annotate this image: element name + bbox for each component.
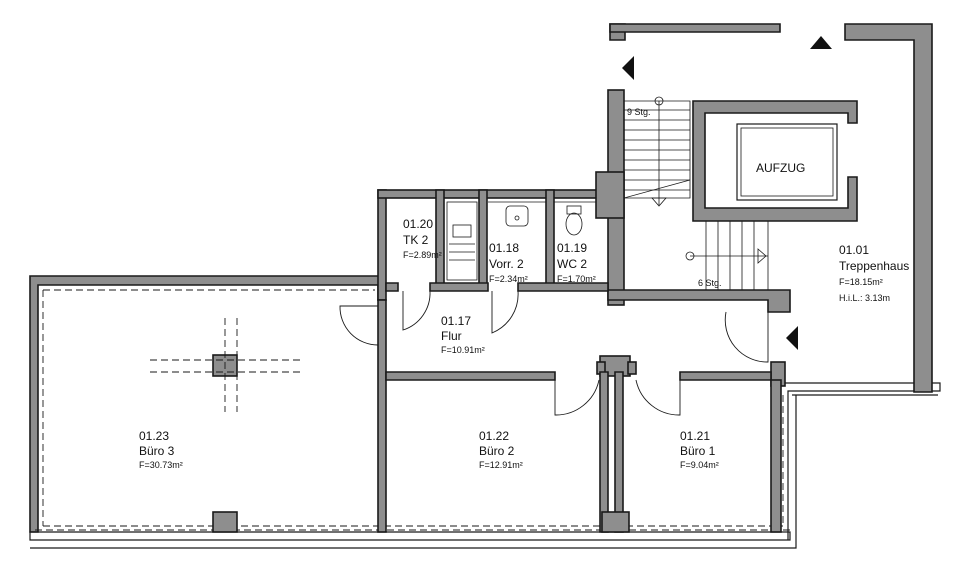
room-area: F=9.04m² bbox=[680, 460, 719, 470]
room-area: F=12.91m² bbox=[479, 460, 523, 470]
room-buero1: 01.21 Büro 1 F=9.04m² bbox=[680, 429, 719, 470]
room-vorr2: 01.18 Vorr. 2 F=2.34m² bbox=[489, 241, 528, 284]
room-area: F=30.73m² bbox=[139, 460, 183, 470]
room-area: F=1.70m² bbox=[557, 274, 596, 284]
room-area: F=2.34m² bbox=[489, 274, 528, 284]
stairs-lower bbox=[685, 220, 769, 290]
insulation-lines bbox=[35, 289, 790, 531]
room-number: 01.23 bbox=[139, 429, 169, 443]
arrow-icons bbox=[622, 36, 832, 350]
room-number: 01.18 bbox=[489, 241, 519, 255]
arrow-left-icon bbox=[622, 56, 634, 80]
upper-stair-label: 9 Stg. bbox=[627, 107, 651, 117]
column-axis bbox=[150, 318, 300, 412]
room-number: 01.21 bbox=[680, 429, 710, 443]
core-walls bbox=[595, 23, 933, 393]
room-area: F=2.89m² bbox=[403, 250, 442, 260]
room-name: Büro 3 bbox=[139, 444, 175, 458]
room-tk2: 01.20 TK 2 F=2.89m² bbox=[403, 217, 442, 260]
room-number: 01.22 bbox=[479, 429, 509, 443]
room-number: 01.20 bbox=[403, 217, 433, 231]
stairs-upper bbox=[623, 96, 691, 207]
room-area: F=10.91m² bbox=[441, 345, 485, 355]
room-wc2: 01.19 WC 2 F=1.70m² bbox=[557, 241, 596, 284]
room-name: Büro 2 bbox=[479, 444, 515, 458]
room-height: H.i.L.: 3.13m bbox=[839, 293, 890, 303]
room-name: WC 2 bbox=[557, 257, 587, 271]
arrow-up-icon bbox=[810, 36, 832, 49]
arrow-left-icon bbox=[786, 326, 798, 350]
room-flur: 01.17 Flur F=10.91m² bbox=[441, 314, 485, 355]
room-name: Treppenhaus bbox=[839, 259, 909, 273]
room-area: F=18.15m² bbox=[839, 277, 883, 287]
elevator-label: AUFZUG bbox=[756, 161, 805, 175]
room-number: 01.01 bbox=[839, 243, 869, 257]
room-number: 01.17 bbox=[441, 314, 471, 328]
room-name: Vorr. 2 bbox=[489, 257, 524, 271]
room-buero2: 01.22 Büro 2 F=12.91m² bbox=[479, 429, 523, 470]
office-walls bbox=[212, 299, 782, 533]
service-rooms bbox=[385, 189, 609, 334]
room-name: Flur bbox=[441, 329, 462, 343]
room-buero3: 01.23 Büro 3 F=30.73m² bbox=[139, 429, 183, 470]
room-name: TK 2 bbox=[403, 233, 429, 247]
room-name: Büro 1 bbox=[680, 444, 716, 458]
office-doors bbox=[339, 305, 769, 416]
room-number: 01.19 bbox=[557, 241, 587, 255]
room-treppenhaus: 01.01 Treppenhaus F=18.15m² H.i.L.: 3.13… bbox=[839, 243, 909, 303]
lower-stair-label: 6 Stg. bbox=[698, 278, 722, 288]
